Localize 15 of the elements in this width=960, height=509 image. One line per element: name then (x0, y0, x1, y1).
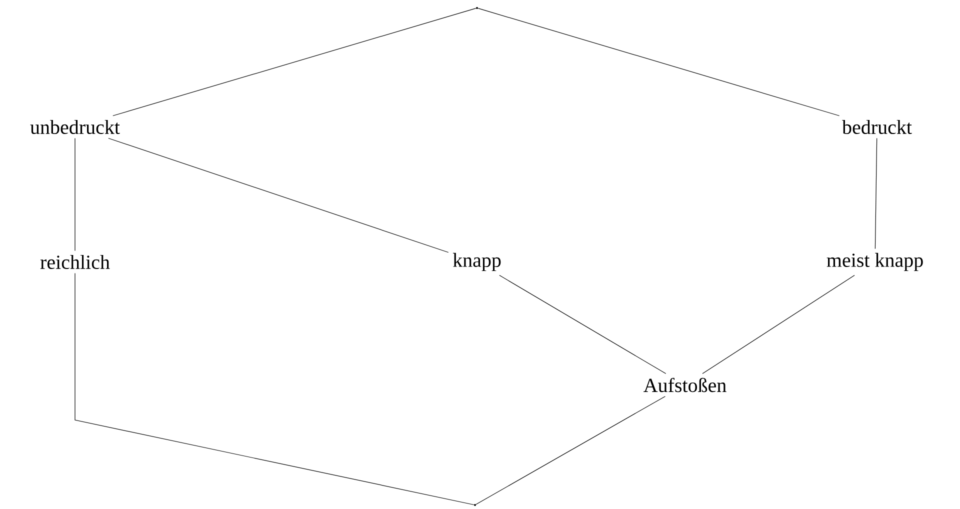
node-label: reichlich (40, 254, 110, 270)
connector-line (476, 396, 666, 505)
connector-line (108, 138, 449, 253)
connector-line (478, 8, 840, 116)
node-label: Aufstoßen (644, 378, 726, 392)
node-label: unbedruckt (30, 120, 120, 134)
connector-line (74, 272, 474, 506)
connector-line (74, 138, 76, 252)
connector-line (499, 274, 666, 374)
node-label: bedruckt (842, 120, 912, 134)
connector-line (112, 8, 476, 116)
connector-line (874, 138, 878, 250)
node-label: meist knapp (826, 252, 923, 272)
connector-line (702, 274, 855, 374)
node-label: knapp (452, 252, 501, 272)
